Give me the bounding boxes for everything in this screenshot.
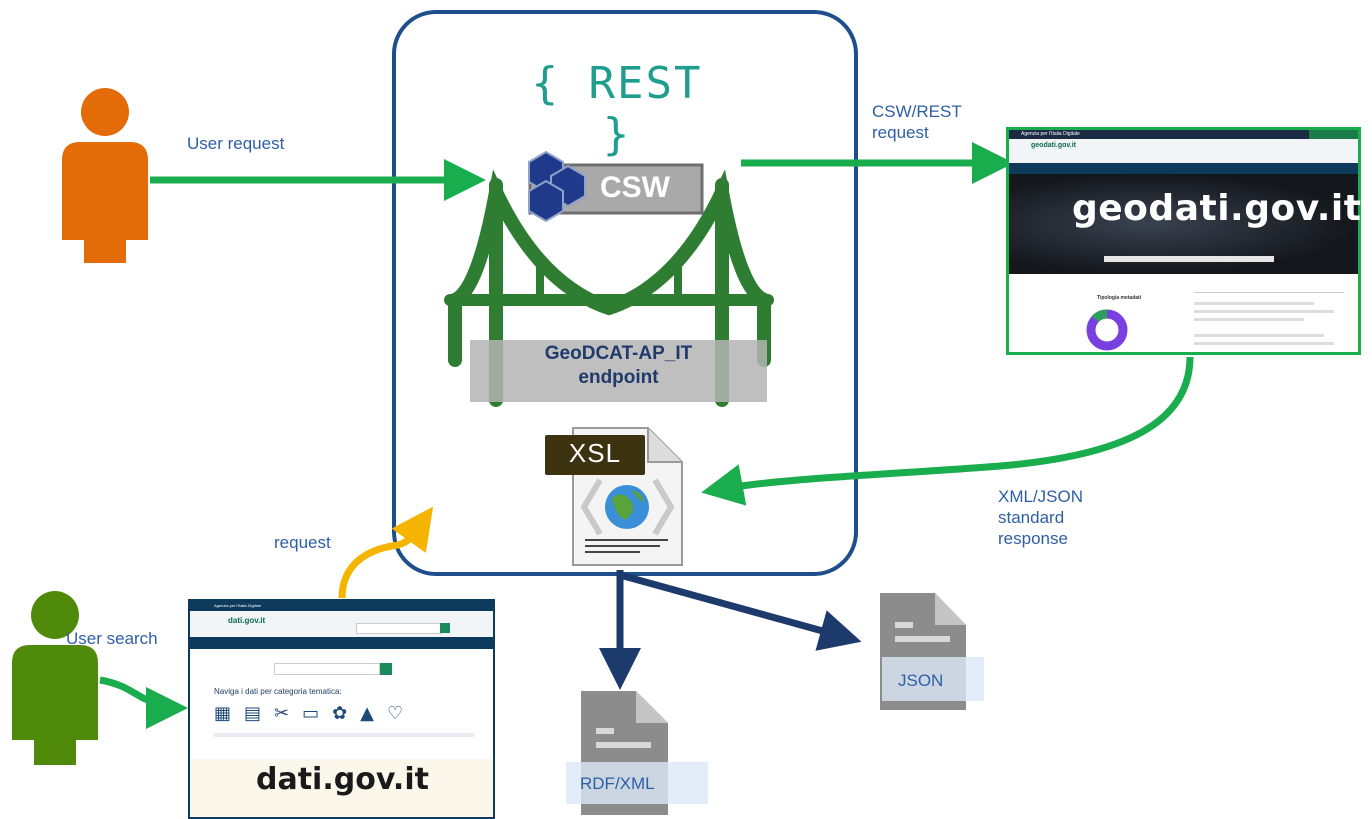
xml-json-response-arrow xyxy=(701,356,1194,506)
user-green-icon xyxy=(12,591,98,765)
endpoint-line1: GeoDCAT-AP_IT xyxy=(544,343,693,364)
geodati-agency: Agenzia per l'Italia Digitale xyxy=(1021,131,1080,137)
endpoint-title: GeoDCAT-AP_IT endpoint xyxy=(470,342,767,390)
xml-json-response-label: XML/JSON standard response xyxy=(998,486,1083,549)
rest-logo: { REST } xyxy=(531,58,703,160)
geodati-screenshot: Agenzia per l'Italia Digitale geodati.go… xyxy=(1006,127,1361,355)
json-output-arrow xyxy=(619,571,862,651)
csw-rest-request-label: CSW/REST request xyxy=(872,101,962,143)
dati-agency: Agenzia per l'Italia Digitale xyxy=(214,603,262,608)
dati-category-icons: ▦▤✂▭✿▲♡ xyxy=(214,703,417,724)
rdf-xml-output-label: RDF/XML xyxy=(580,774,655,793)
user-orange-icon xyxy=(62,88,148,263)
xsl-badge-label: XSL xyxy=(568,438,622,468)
csw-logo-label: CSW xyxy=(600,171,670,204)
user-request-label: User request xyxy=(187,134,285,153)
xml-json-line3: response xyxy=(998,529,1068,548)
json-file-icon xyxy=(880,593,984,710)
geodati-site-name: geodati.gov.it xyxy=(1031,142,1076,149)
geodati-chart-title: Tipologia metadati xyxy=(1097,295,1142,301)
dati-screenshot: Agenzia per l'Italia Digitale dati.gov.i… xyxy=(188,599,495,819)
dati-overlay-title: dati.gov.it xyxy=(256,762,429,797)
request-arrow xyxy=(338,506,434,599)
xsl-badge xyxy=(545,435,645,475)
csw-logo-icon xyxy=(528,150,704,223)
user-search-arrow xyxy=(99,676,188,729)
dati-heading: Naviga i dati per categoria tematica: xyxy=(214,687,342,696)
dati-site-name: dati.gov.it xyxy=(228,616,266,625)
json-output-label: JSON xyxy=(898,671,944,690)
xml-json-line2: standard xyxy=(998,508,1065,527)
rdf-xml-file-icon xyxy=(566,691,708,815)
user-search-label: User search xyxy=(66,629,158,648)
endpoint-line2: endpoint xyxy=(578,367,659,388)
geodati-donut-chart xyxy=(1086,309,1128,351)
geodati-overlay-title: geodati.gov.it xyxy=(1072,188,1362,229)
csw-rest-line2: request xyxy=(872,123,929,142)
csw-rest-line1: CSW/REST xyxy=(872,102,962,121)
request-label: request xyxy=(274,533,331,552)
endpoint-panel xyxy=(470,340,767,402)
xml-json-line1: XML/JSON xyxy=(998,487,1084,506)
